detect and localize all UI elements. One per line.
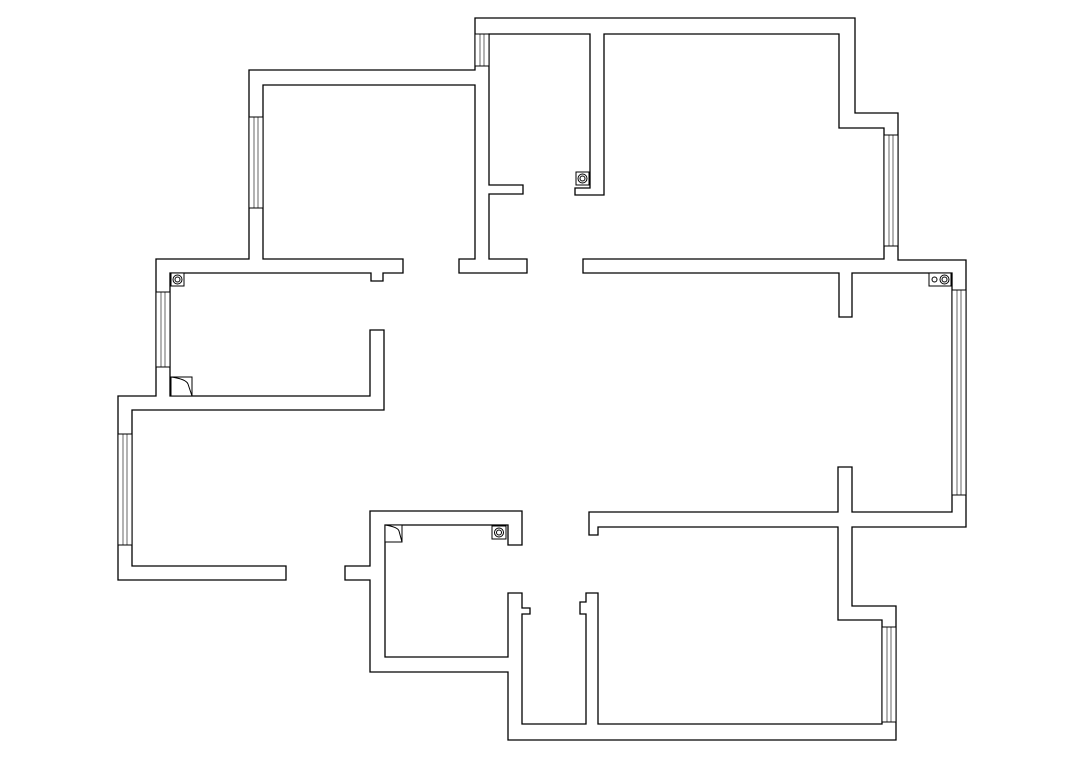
window-icon [881,626,897,723]
wall-top-outer [117,17,967,741]
fixtures [170,171,952,543]
pipe-icon [575,171,590,186]
window-icon [117,433,133,546]
window-icon [883,134,899,247]
pipe-icon [170,272,185,287]
window-icon [155,291,171,368]
window-icon [951,289,967,496]
pipe-icon [928,272,952,287]
pipe-icon [491,525,507,540]
flue-icon [384,524,403,543]
walls [117,17,967,741]
window-icon [248,116,264,209]
window-icon [474,33,490,67]
flue-icon [170,376,193,397]
windows [117,33,967,723]
